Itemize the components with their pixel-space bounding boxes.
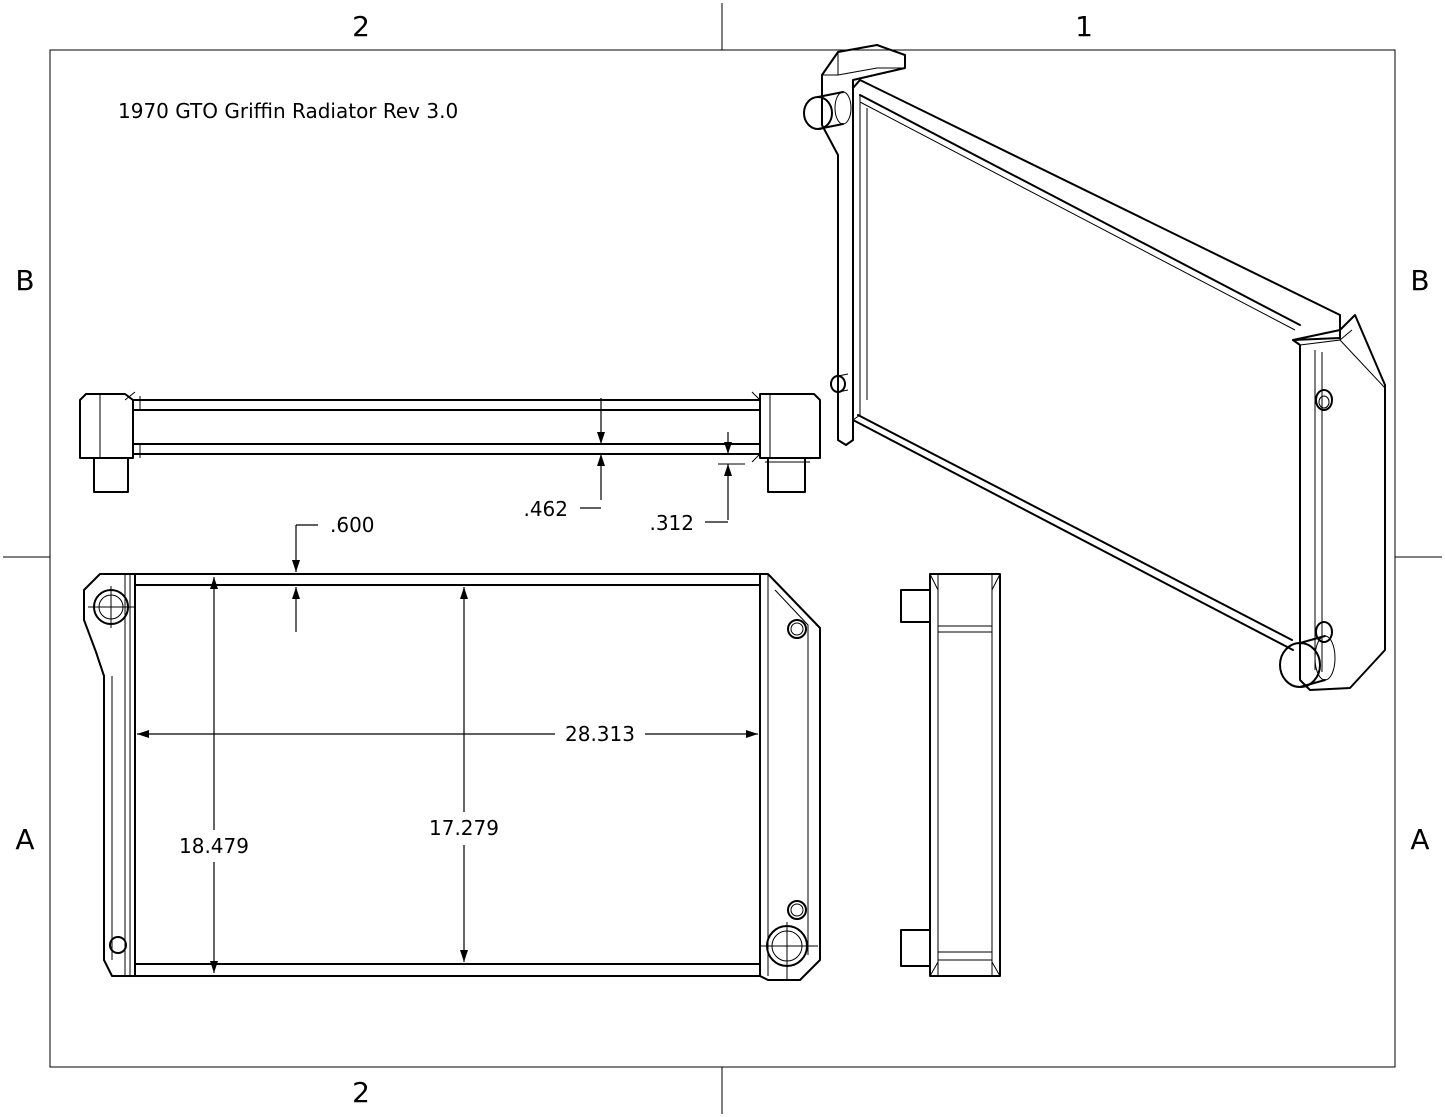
front-view (83, 524, 821, 981)
sheet-border (3, 3, 1442, 1114)
dimension-top-tank: .600 (330, 513, 375, 537)
zone-label-right-lower: A (1410, 823, 1429, 856)
drawing-title: 1970 GTO Griffin Radiator Rev 3.0 (118, 99, 458, 123)
dimension-fin-offset: .312 (649, 511, 694, 535)
dimension-core-height: 17.279 (429, 816, 499, 840)
zone-label-left-upper: B (15, 264, 34, 297)
dimension-core-thickness: .462 (523, 497, 568, 521)
zone-label-bottom-left: 2 (352, 1076, 370, 1109)
isometric-view (803, 44, 1386, 691)
zone-label-top-left: 2 (352, 10, 370, 43)
zone-label-right-upper: B (1410, 264, 1429, 297)
zone-label-top-right: 1 (1075, 10, 1093, 43)
dimension-overall-height: 18.479 (179, 834, 249, 858)
zone-label-left-lower: A (15, 823, 34, 856)
side-view (900, 573, 1001, 977)
dimension-width: 28.313 (565, 722, 635, 746)
top-view (79, 391, 821, 523)
